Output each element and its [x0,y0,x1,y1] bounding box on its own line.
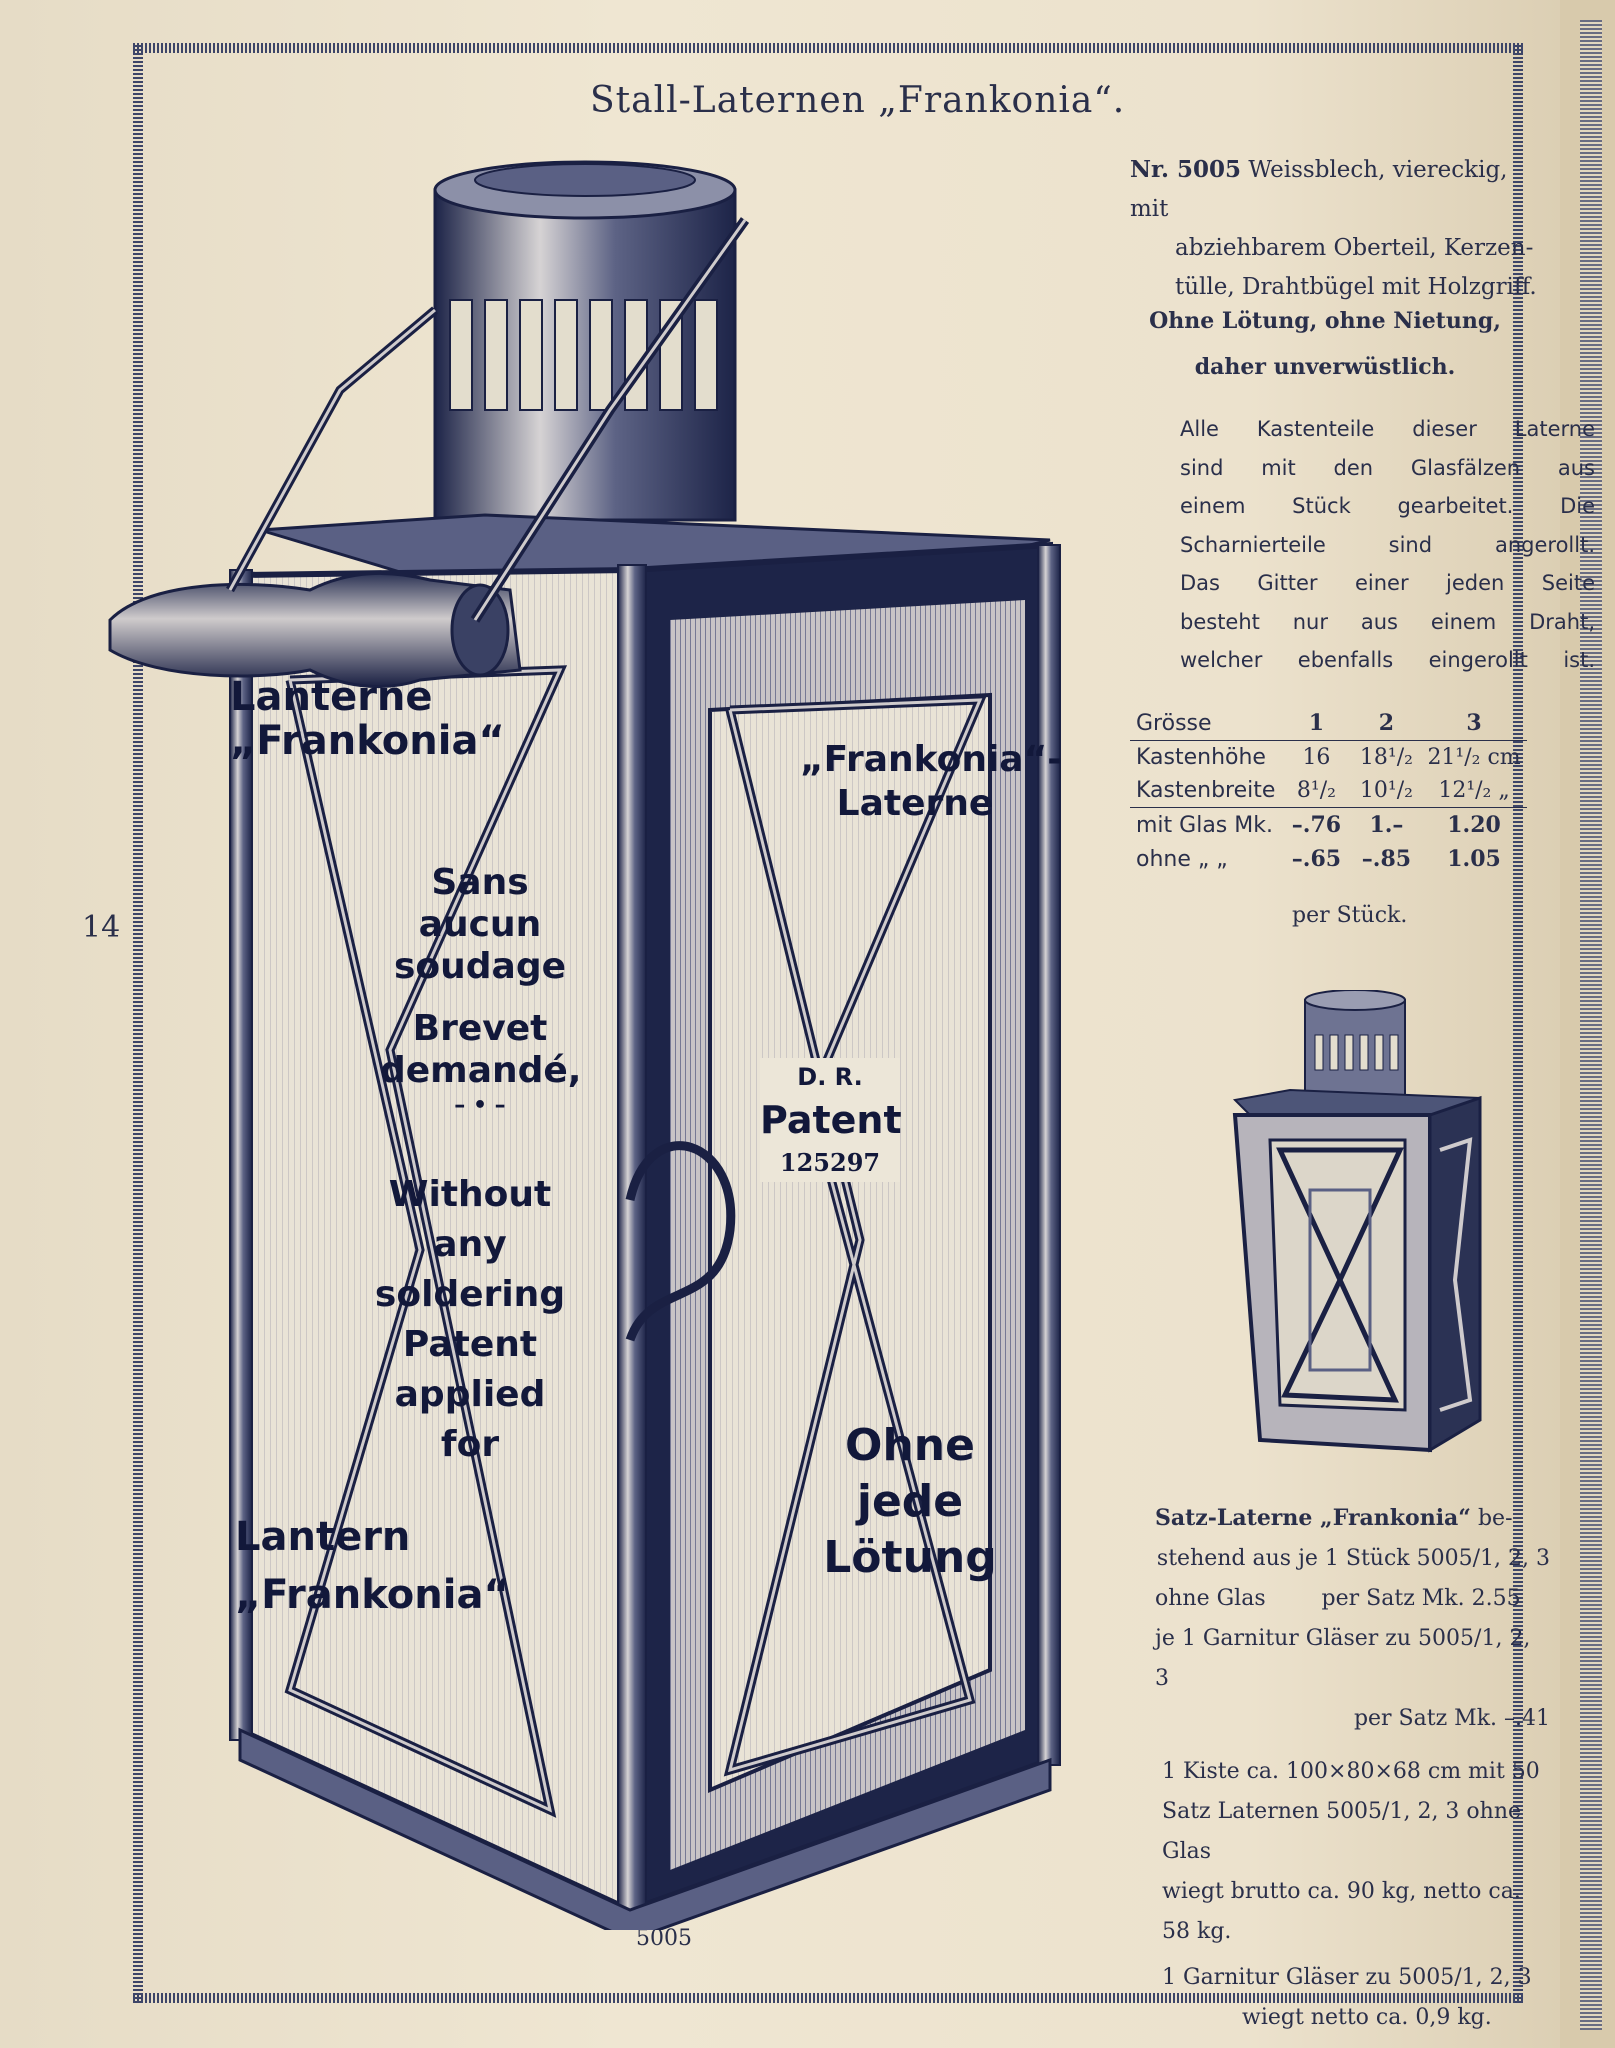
sizes-table: Grösse 1 2 3 Kastenhöhe 16 18¹/₂ 21¹/₂ c… [1130,706,1527,876]
set-lantern-heading: Satz-Laterne „Frankonia“ [1155,1505,1471,1531]
lantern-label-french: Sans aucun soudage Brevet demandé, – • – [380,862,582,1118]
construction-paragraph: Alle Kastenteile dieser Laterne sind mit… [1180,417,1595,672]
shipping-info: 1 Kiste ca. 100×80×68 cm mit 50 Satz Lat… [1162,1759,1540,2030]
price-unit-note: per Stück. [1292,903,1408,928]
set-lantern-info: Satz-Laterne „Frankonia“ be- stehend aus… [1155,1505,1550,1731]
page-title: Stall-Laternen „Frankonia“. [590,80,1126,121]
page-number: 14 [82,910,121,945]
chimney [433,188,737,522]
table-row: Kastenbreite 8¹/₂ 10¹/₂ 12¹/₂ „ [1136,778,1510,803]
next-page-border [1580,20,1602,2030]
product-number: Nr. 5005 [1130,156,1242,183]
table-row: ohne „ „ –.65 –.85 1.05 [1136,846,1501,872]
lantern-label-right-bottom: Ohne jede Lötung [823,1420,997,1583]
lantern-label-left-bottom: Lantern „Frankonia“ [235,1514,510,1618]
product-description: Nr. 5005 Weissblech, viereckig, mit abzi… [1130,156,1537,300]
table-row: mit Glas Mk. –.76 1.– 1.20 [1130,807,1527,842]
lantern-label-left-title: Lanterne „Frankonia“ [230,674,505,764]
table-header: Grösse 1 2 3 [1136,710,1482,736]
patent-plate: D. R. Patent 125297 [760,1058,902,1182]
lantern-label-english: Without any soldering Patent applied for [374,1174,566,1465]
figure-number: 5005 [636,1926,692,1951]
table-row: Kastenhöhe 16 18¹/₂ 21¹/₂ cm [1130,740,1527,774]
small-lantern-illustration [1232,990,1482,1453]
highlight-note: Ohne Lötung, ohne Nietung, daher unverwü… [1149,308,1501,380]
lantern-label-right-title: „Frankonia“- Laterne [800,739,1063,824]
lantern-illustration [108,160,1061,1930]
